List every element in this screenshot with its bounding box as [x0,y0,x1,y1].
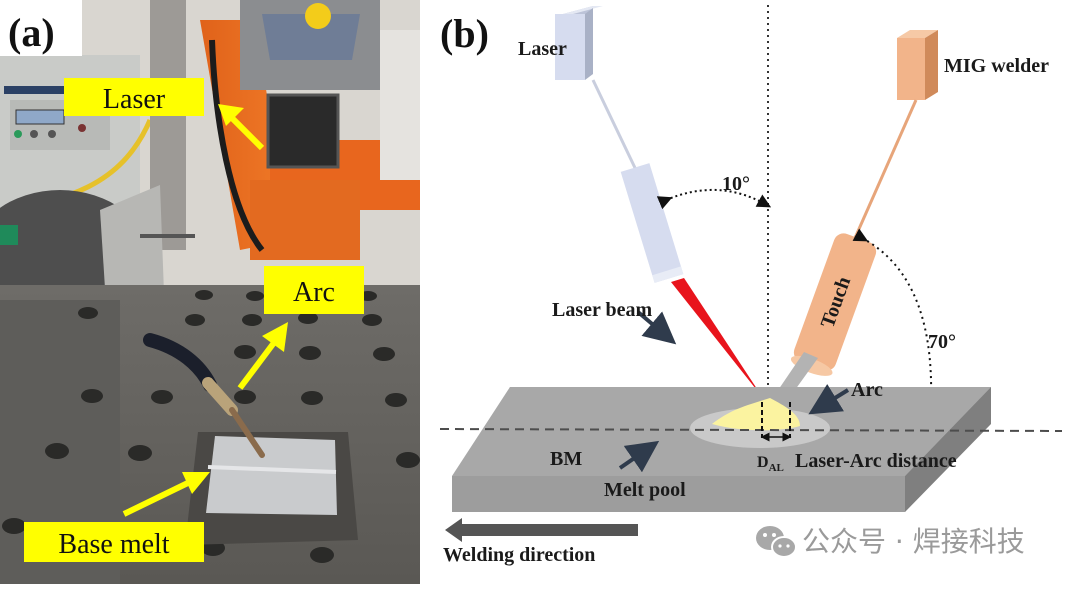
photo-illustration: Laser Arc Base melt (a) [0,0,420,584]
weld-bead [207,465,337,474]
photo-panel-a: Laser Arc Base melt (a) [0,0,420,584]
callout-label-arc: Arc [293,277,335,308]
plate-front-face [452,476,905,512]
laser-head [620,163,684,283]
weld-centerline [439,428,1063,432]
callout-arrow-base-melt [122,472,210,517]
panel-label-bg [0,0,82,56]
callout-box-laser [64,78,204,116]
melt-pool-pointer [618,440,660,473]
melt-pool-label: Melt pool [604,479,686,501]
torch-nozzle [229,407,265,458]
angle-arc-10 [656,188,772,210]
laser-source-label: Laser [518,38,567,60]
background-wall-right [380,30,420,180]
callout-arrow-arc [237,322,288,390]
dal-main: D [757,454,769,471]
laser-head-knob [305,3,331,29]
control-button [78,124,86,132]
laser-source-box [555,6,603,80]
mig-welder-label: MIG welder [944,55,1049,77]
laser-arc-distance-label: Laser-Arc distance [795,450,957,472]
green-part [0,225,18,245]
callout-label-base-melt: Base melt [58,529,169,560]
control-button [48,130,56,138]
callout-arrow-laser [218,104,265,151]
angle-label-10: 10° [722,173,750,195]
callout-box-arc [264,266,364,314]
panel-label-b: (b) [440,11,489,56]
schematic-panel-b: (b) Laser 10° MIG welder Touch 70° [420,0,1080,584]
laser-fiber [591,79,638,171]
cabinet-stripe [4,86,64,94]
panel-label-a: (a) [8,10,55,55]
angle-label-70: 70° [928,331,956,353]
laser-beam [671,278,763,398]
callout-label-laser: Laser [103,84,166,115]
mig-welder-box [897,30,938,100]
schematic-diagram: (b) Laser 10° MIG welder Touch 70° [439,5,1063,566]
dal-symbol: DAL [757,454,784,474]
mig-wire [853,99,918,239]
callout-box-base-melt [24,522,204,562]
control-button [30,130,38,138]
black-cable [209,39,265,252]
welding-direction-arrowhead [445,518,462,542]
laser-nozzle [266,93,340,169]
watermark-text: 公众号 · 焊接科技 [802,525,1025,558]
welding-direction-bar [458,524,638,536]
laser-head-bracket [262,14,360,60]
welding-direction-label: Welding direction [443,544,595,566]
arc-label: Arc [851,379,883,401]
control-button [14,130,22,138]
laser-beam-pointer [636,310,677,345]
wechat-icon [756,526,797,558]
arc-pointer [808,383,850,415]
dal-subscript: AL [769,462,784,474]
control-display [15,109,65,125]
plate-side-face [905,387,991,512]
torch-neck [202,377,238,416]
laser-beam-label: Laser beam [552,299,653,321]
bm-label: BM [550,448,582,470]
workpiece [206,436,337,515]
arc-glow [712,398,800,431]
robot-base [250,180,360,260]
